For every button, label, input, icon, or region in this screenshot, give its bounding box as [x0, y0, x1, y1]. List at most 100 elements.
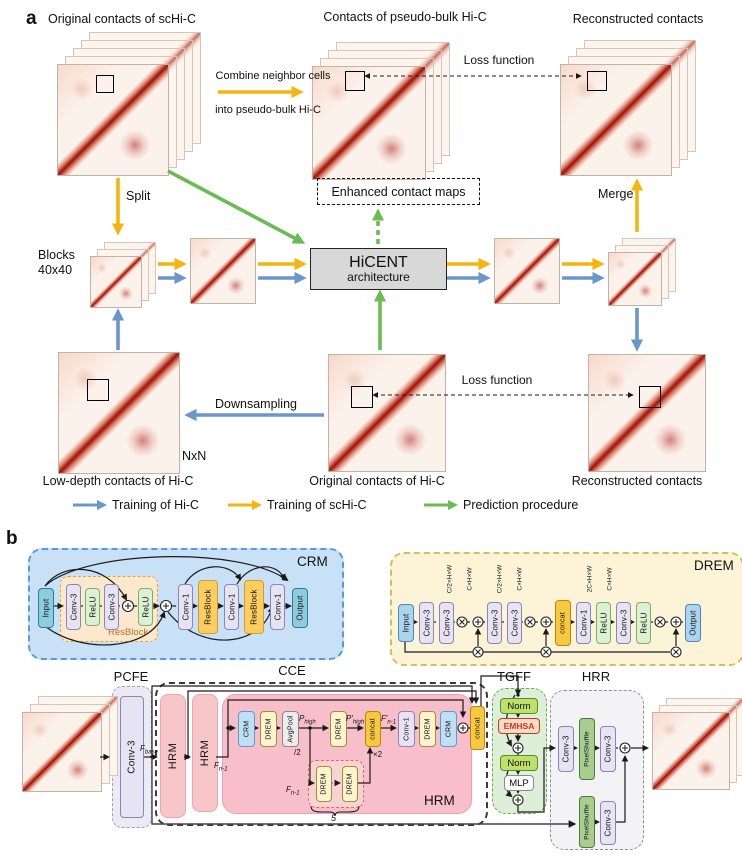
crm-relu-b: ReLU: [138, 588, 153, 626]
split-label: Split: [126, 189, 151, 203]
drem-dim-4: C×H×W: [516, 567, 524, 591]
hrm-crm-1: CRM: [238, 711, 255, 747]
legend-prediction: Prediction procedure: [463, 498, 579, 512]
legend-training-schic: Training of scHi-C: [267, 498, 367, 512]
pcfe-conv3: Conv-3: [120, 696, 144, 818]
output-maps-stack: [652, 698, 742, 790]
loss-function-top-label: Loss function: [463, 53, 535, 67]
crm-conv1-b: Conv-1: [224, 584, 239, 630]
drem-relu-b: ReLU: [636, 602, 651, 644]
hrr-title: HRR: [581, 669, 611, 684]
crm-relu-a: ReLU: [85, 588, 100, 626]
drem-conv3-a: Conv-3: [419, 602, 434, 644]
merge-label: Merge: [598, 187, 634, 201]
fbase-label: Fbase: [140, 744, 158, 756]
hrm2-box: HRM: [192, 694, 218, 812]
crm-conv3-a: Conv-3: [66, 584, 81, 630]
repeat-count: 5: [331, 813, 337, 823]
crm-resblock-2: ResBlock: [244, 580, 264, 634]
blocks-stack-left: [90, 242, 156, 308]
low-depth-map: [58, 352, 180, 474]
drem-conv1: Conv-1: [576, 602, 591, 644]
drem-dim-6: C×H×W: [606, 567, 614, 591]
hrm-concat-1: concat: [365, 711, 381, 747]
recon-bottom-map: [588, 354, 706, 472]
hrr-conv3-b: Conv-3: [600, 726, 616, 772]
orig-hic-title: Original contacts of Hi-C: [309, 474, 445, 488]
hrm-avgpool: AvgPool: [282, 711, 299, 747]
drem-concat: concat: [555, 600, 571, 646]
drem-relu-a: ReLU: [596, 602, 611, 644]
phigh-prime-label: P′high: [346, 714, 365, 726]
combine-label-2: into pseudo-bulk Hi-C: [215, 104, 321, 116]
hrm-conv1: Conv-1: [398, 711, 415, 747]
block-single-right: [494, 238, 560, 304]
hrm1-box: HRM: [160, 694, 186, 818]
schic-stack: [57, 32, 201, 176]
drem-output: Output: [685, 604, 701, 642]
drem-conv3-e: Conv-3: [616, 602, 631, 644]
low-depth-title: Low-depth contacts of Hi-C: [42, 474, 194, 488]
drem-dim-3: C/2×H×W: [496, 564, 504, 594]
block-single-left: [190, 238, 256, 304]
crm-resblock-label: ResBlock: [108, 627, 149, 638]
nxn-label: NxN: [182, 449, 207, 463]
hrm-crm-2: CRM: [440, 711, 457, 747]
hicent-sub: architecture: [347, 270, 410, 285]
hrr-pixelshuffle-a: PixelShuffle: [579, 718, 595, 780]
pseudo-bulk-title: Contacts of pseudo-bulk Hi-C: [323, 10, 487, 24]
crm-conv3-b: Conv-3: [104, 584, 119, 630]
downsampling-label: Downsampling: [215, 397, 297, 411]
orig-hic-map: [328, 354, 446, 472]
flow-fn1-label: Fn-1: [286, 785, 300, 797]
hicent-name: HiCENT: [349, 253, 408, 271]
drem-dim-1: C/2×H×W: [446, 564, 454, 594]
cce-title: CCE: [278, 663, 306, 678]
drem-dim-5: 2C×H×W: [586, 565, 594, 593]
loss-function-bottom-label: Loss function: [461, 373, 533, 387]
tgff-norm-1: Norm: [500, 698, 538, 714]
input-maps-stack: [22, 696, 118, 792]
tgff-mlp: MLP: [504, 775, 534, 791]
tgff-norm-2: Norm: [500, 755, 538, 771]
recon-top-stack: [560, 40, 696, 176]
drem-dim-2: C×H×W: [466, 567, 474, 591]
crm-conv1-c: Conv-1: [270, 584, 285, 630]
hicent-box: HiCENT architecture: [310, 248, 447, 290]
zoom-square: [87, 379, 109, 401]
zoom-square: [639, 386, 661, 408]
phigh-label: Phigh: [299, 714, 316, 726]
hrm-drem-1: DREM: [260, 711, 277, 747]
zoom-square: [96, 75, 114, 93]
crm-title: CRM: [297, 554, 328, 569]
recon-top-title: Reconstructed contacts: [572, 12, 704, 26]
panel-b-label: b: [6, 528, 18, 549]
drem-title: DREM: [694, 558, 734, 573]
drem-conv3-b: Conv-3: [439, 602, 454, 644]
hrm-drem-3: DREM: [419, 711, 436, 747]
hrr-pixelshuffle-b: PixelShuffle: [579, 796, 595, 848]
drem-input: Input: [398, 604, 414, 642]
hrm-drem-rep-a: DREM: [316, 766, 332, 802]
recon-bottom-title: Reconstructed contacts: [571, 474, 703, 488]
half-label: /2: [294, 748, 301, 757]
drem-conv3-c: Conv-3: [487, 602, 502, 644]
drem-conv3-d: Conv-3: [507, 602, 522, 644]
pseudo-bulk-stack: [312, 42, 458, 182]
tgff-emhsa: EMHSA: [498, 718, 540, 734]
times2-label: ×2: [373, 750, 383, 759]
zoom-square: [587, 71, 607, 91]
crm-conv1-a: Conv-1: [178, 584, 193, 630]
hrm-drem-rep-b: DREM: [342, 766, 358, 802]
tgff-title: TGFF: [497, 669, 531, 684]
pcfe-title: PCFE: [113, 669, 149, 684]
blocks-label-1: Blocks: [38, 248, 75, 262]
zoom-square: [351, 386, 373, 408]
crm-resblock-1: ResBlock: [198, 580, 218, 634]
crm-input: Input: [38, 588, 54, 628]
hrm-drem-2: DREM: [330, 711, 347, 747]
cce-concat-out: concat: [470, 706, 485, 750]
fn1-label: Fn-1: [214, 761, 228, 773]
enhanced-maps-box: Enhanced contact maps: [317, 178, 480, 205]
